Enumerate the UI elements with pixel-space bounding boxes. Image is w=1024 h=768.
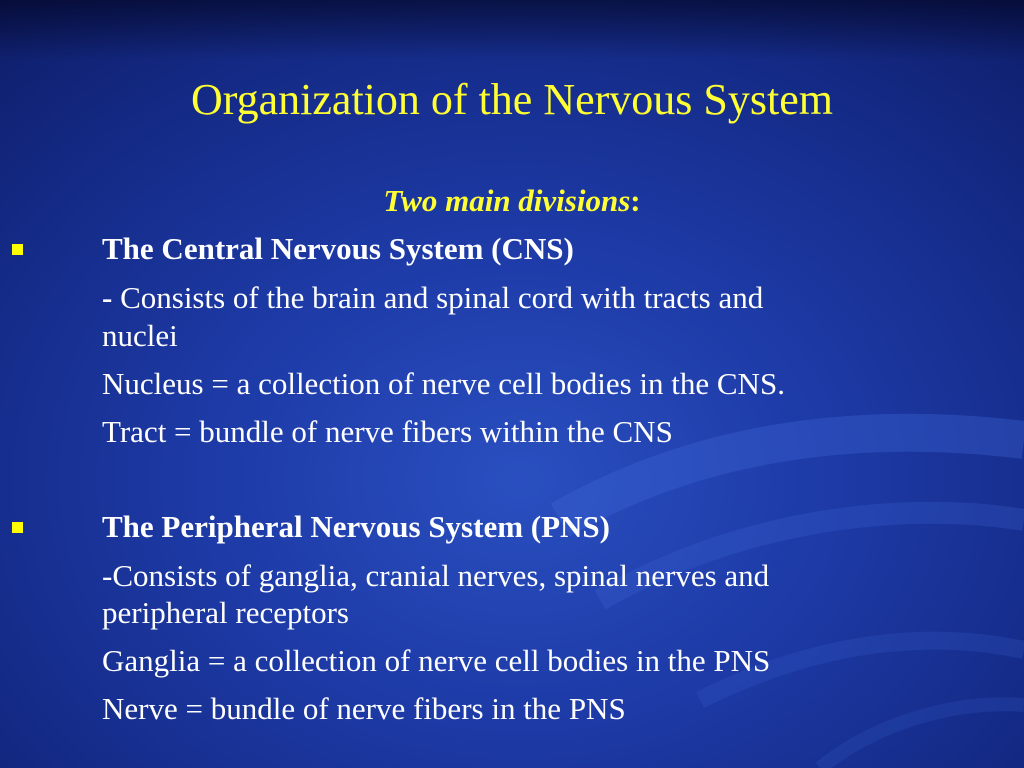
bullet-square-icon xyxy=(12,244,23,255)
cns-description-line2: nuclei xyxy=(102,318,178,353)
pns-nerve-definition: Nerve = bundle of nerve fibers in the PN… xyxy=(102,691,626,726)
cns-heading: The Central Nervous System (CNS) xyxy=(102,231,574,266)
bullet-square-icon xyxy=(12,522,23,533)
pns-ganglia-definition: Ganglia = a collection of nerve cell bod… xyxy=(102,643,771,678)
slide-title: Organization of the Nervous System xyxy=(191,75,833,124)
cns-tract-definition: Tract = bundle of nerve fibers within th… xyxy=(102,414,673,449)
pns-heading: The Peripheral Nervous System (PNS) xyxy=(102,509,610,544)
cns-description-line1: - Consists of the brain and spinal cord … xyxy=(102,280,763,316)
slide-subtitle: Two main divisions: xyxy=(0,181,1024,221)
cns-description-text: Consists of the brain and spinal cord wi… xyxy=(112,280,764,315)
subtitle-colon: : xyxy=(630,183,641,218)
pns-description-line2: peripheral receptors xyxy=(102,595,350,630)
cns-nucleus-definition: Nucleus = a collection of nerve cell bod… xyxy=(102,366,785,401)
pns-description-line1: -Consists of ganglia, cranial nerves, sp… xyxy=(102,558,770,593)
cns-dash: - xyxy=(102,280,113,315)
subtitle-text: Two main divisions xyxy=(383,183,631,218)
